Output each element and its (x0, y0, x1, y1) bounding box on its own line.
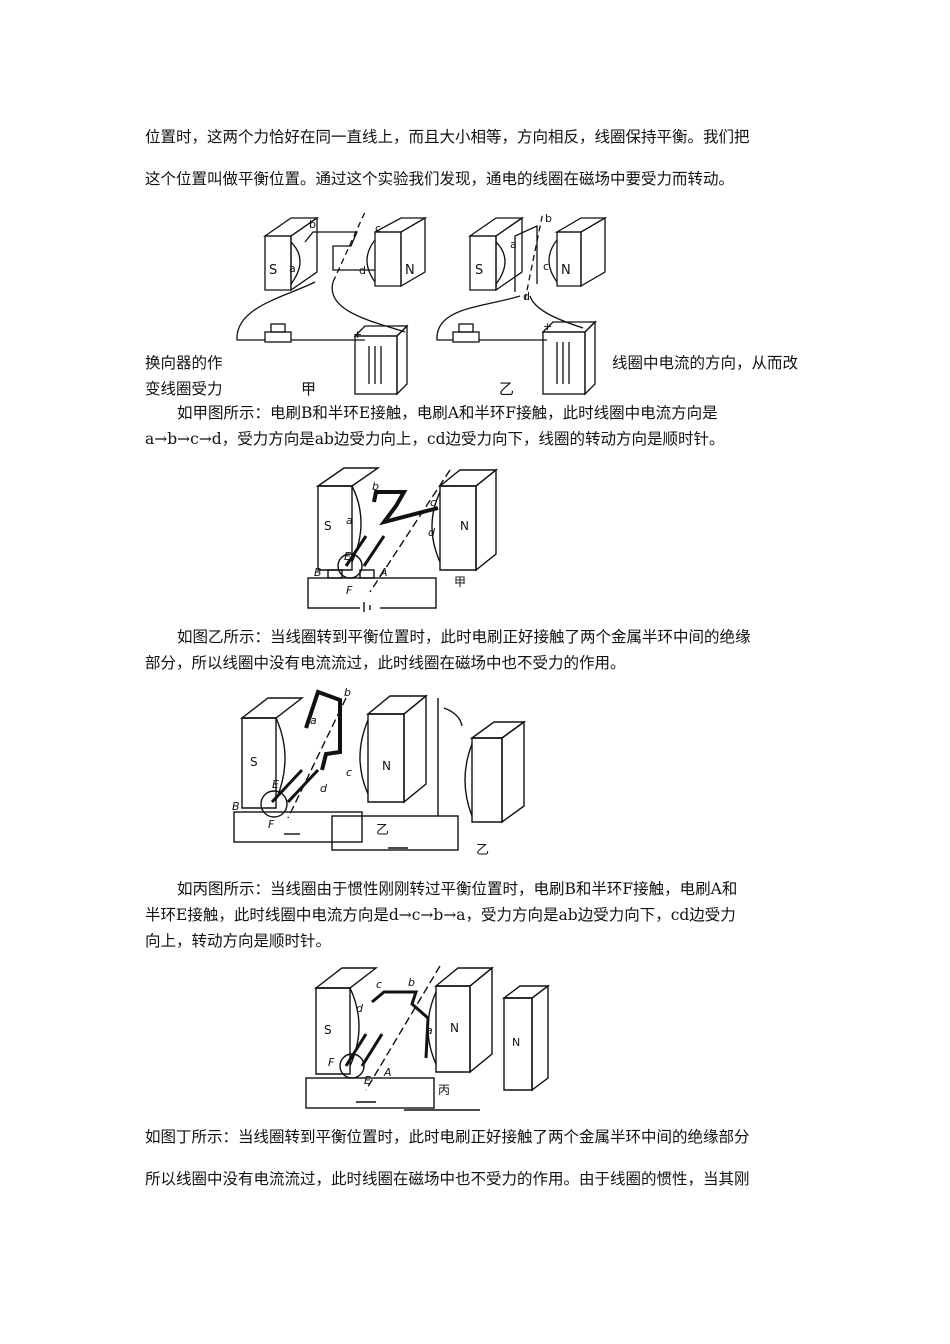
figure-commutator-jia: S N a b c d E B F A 甲 (307, 467, 498, 612)
fig1-left-caption: 甲 (301, 380, 316, 397)
fig1-right-n: N (561, 263, 571, 278)
fig1-left-plus: + (353, 328, 362, 341)
para2-left1: 换向器的作 (145, 354, 223, 372)
fig4-label-d: d (356, 1002, 364, 1015)
fig1-left-label-b: b (309, 218, 316, 231)
fig3-label-b2: B (232, 800, 240, 813)
fig1-right-label-d: d (523, 290, 530, 303)
fig3-label-a: a (310, 714, 317, 727)
fig3-label-f: F (268, 818, 275, 831)
fig1-left-s: S (269, 263, 277, 278)
fig3-s: S (250, 755, 258, 769)
para4-line1: 如图乙所示：当线圈转到平衡位置时，此时电刷正好接触了两个金属半环中间的绝缘 (177, 628, 751, 646)
fig4-n: N (450, 1021, 459, 1035)
fig2-caption: 甲 (454, 575, 466, 589)
para6-line1: 如图丁所示：当线圈转到平衡位置时，此时电刷正好接触了两个金属半环中间的绝缘部分 (145, 1128, 750, 1146)
fig1-left-n: N (405, 263, 415, 278)
fig4-label-f: F (328, 1056, 335, 1069)
fig4-label-a2: A (383, 1066, 392, 1079)
fig3-label-b: b (344, 688, 351, 699)
para4-line2: 部分，所以线圈中没有电流流过，此时线圈在磁场中也不受力的作用。 (145, 654, 626, 672)
fig2-label-b2: B (314, 566, 322, 579)
fig3-label-c: c (346, 766, 352, 779)
fig4-label-e: E (364, 1074, 371, 1087)
para2-right1: 线圈中电流的方向，从而改 (612, 354, 799, 372)
fig4-n2: N (512, 1036, 520, 1049)
fig2-label-d: d (428, 526, 436, 539)
para1-line1: 位置时，这两个力恰好在同一直线上，而且大小相等，方向相反，线圈保持平衡。我们把 (145, 128, 750, 146)
fig1-left-label-d: d (359, 264, 366, 277)
fig1-right-label-c: c (543, 260, 549, 273)
fig2-label-a: a (346, 514, 353, 527)
fig4-caption: 丙 (438, 1083, 450, 1097)
para2-left2: 变线圈受力 (145, 380, 223, 398)
fig1-right-minus: − (587, 315, 598, 330)
para3-line1: 如甲图所示：电刷B和半环E接触，电刷A和半环F接触，此时线圈中电流方向是 (177, 404, 718, 422)
fig2-label-b: b (372, 480, 379, 493)
fig3-n: N (382, 759, 391, 773)
fig2-label-e: E (344, 550, 351, 563)
para6-line2: 所以线圈中没有电流流过，此时线圈在磁场中也不受力的作用。由于线圈的惯性，当其刚 (145, 1170, 750, 1188)
fig3-caption-right: 乙 (476, 843, 489, 858)
figure-commutator-bing: S N a b c d E F A 丙 N (305, 965, 551, 1111)
fig3-label-d: d (320, 782, 328, 795)
fig1-left-label-c: c (375, 222, 381, 235)
fig1-right-label-b: b (545, 212, 552, 225)
figure-motor-simple: S N a b c d + − 甲 S N a b c d + − 乙 (236, 212, 608, 397)
fig1-right-caption: 乙 (499, 380, 514, 397)
fig4-label-c: c (376, 978, 382, 991)
fig4-label-b: b (408, 976, 415, 989)
fig4-label-a: a (426, 1024, 433, 1037)
fig1-right-plus: + (543, 320, 552, 333)
fig1-right-label-a: a (510, 238, 517, 251)
fig1-left-minus: − (397, 319, 408, 334)
fig2-label-a2: A (379, 566, 388, 579)
fig2-s: S (324, 519, 332, 533)
fig1-left-label-a: a (289, 262, 296, 275)
fig1-right-s: S (475, 263, 483, 278)
fig2-n: N (460, 519, 469, 533)
fig3-caption-left: 乙 (376, 823, 389, 838)
fig2-label-f: F (346, 584, 353, 597)
para3-line2: a→b→c→d，受力方向是ab边受力向上，cd边受力向下，线圈的转动方向是顺时针… (145, 430, 725, 448)
para1-line2: 这个位置叫做平衡位置。通过这个实验我们发现，通电的线圈在磁场中要受力而转动。 (145, 170, 735, 188)
para5-line1: 如丙图所示：当线圈由于惯性刚刚转过平衡位置时，电刷B和半环F接触，电刷A和 (177, 880, 738, 898)
fig2-label-c: c (430, 496, 436, 509)
para5-line2: 半环E接触，此时线圈中电流方向是d→c→b→a，受力方向是ab边受力向下，cd边… (145, 906, 736, 924)
figure-commutator-yi: S N a b c d E B F 乙 乙 (232, 688, 527, 858)
fig4-s: S (324, 1023, 332, 1037)
para5-line3: 向上，转动方向是顺时针。 (145, 932, 332, 950)
fig3-label-e: E (272, 778, 279, 791)
